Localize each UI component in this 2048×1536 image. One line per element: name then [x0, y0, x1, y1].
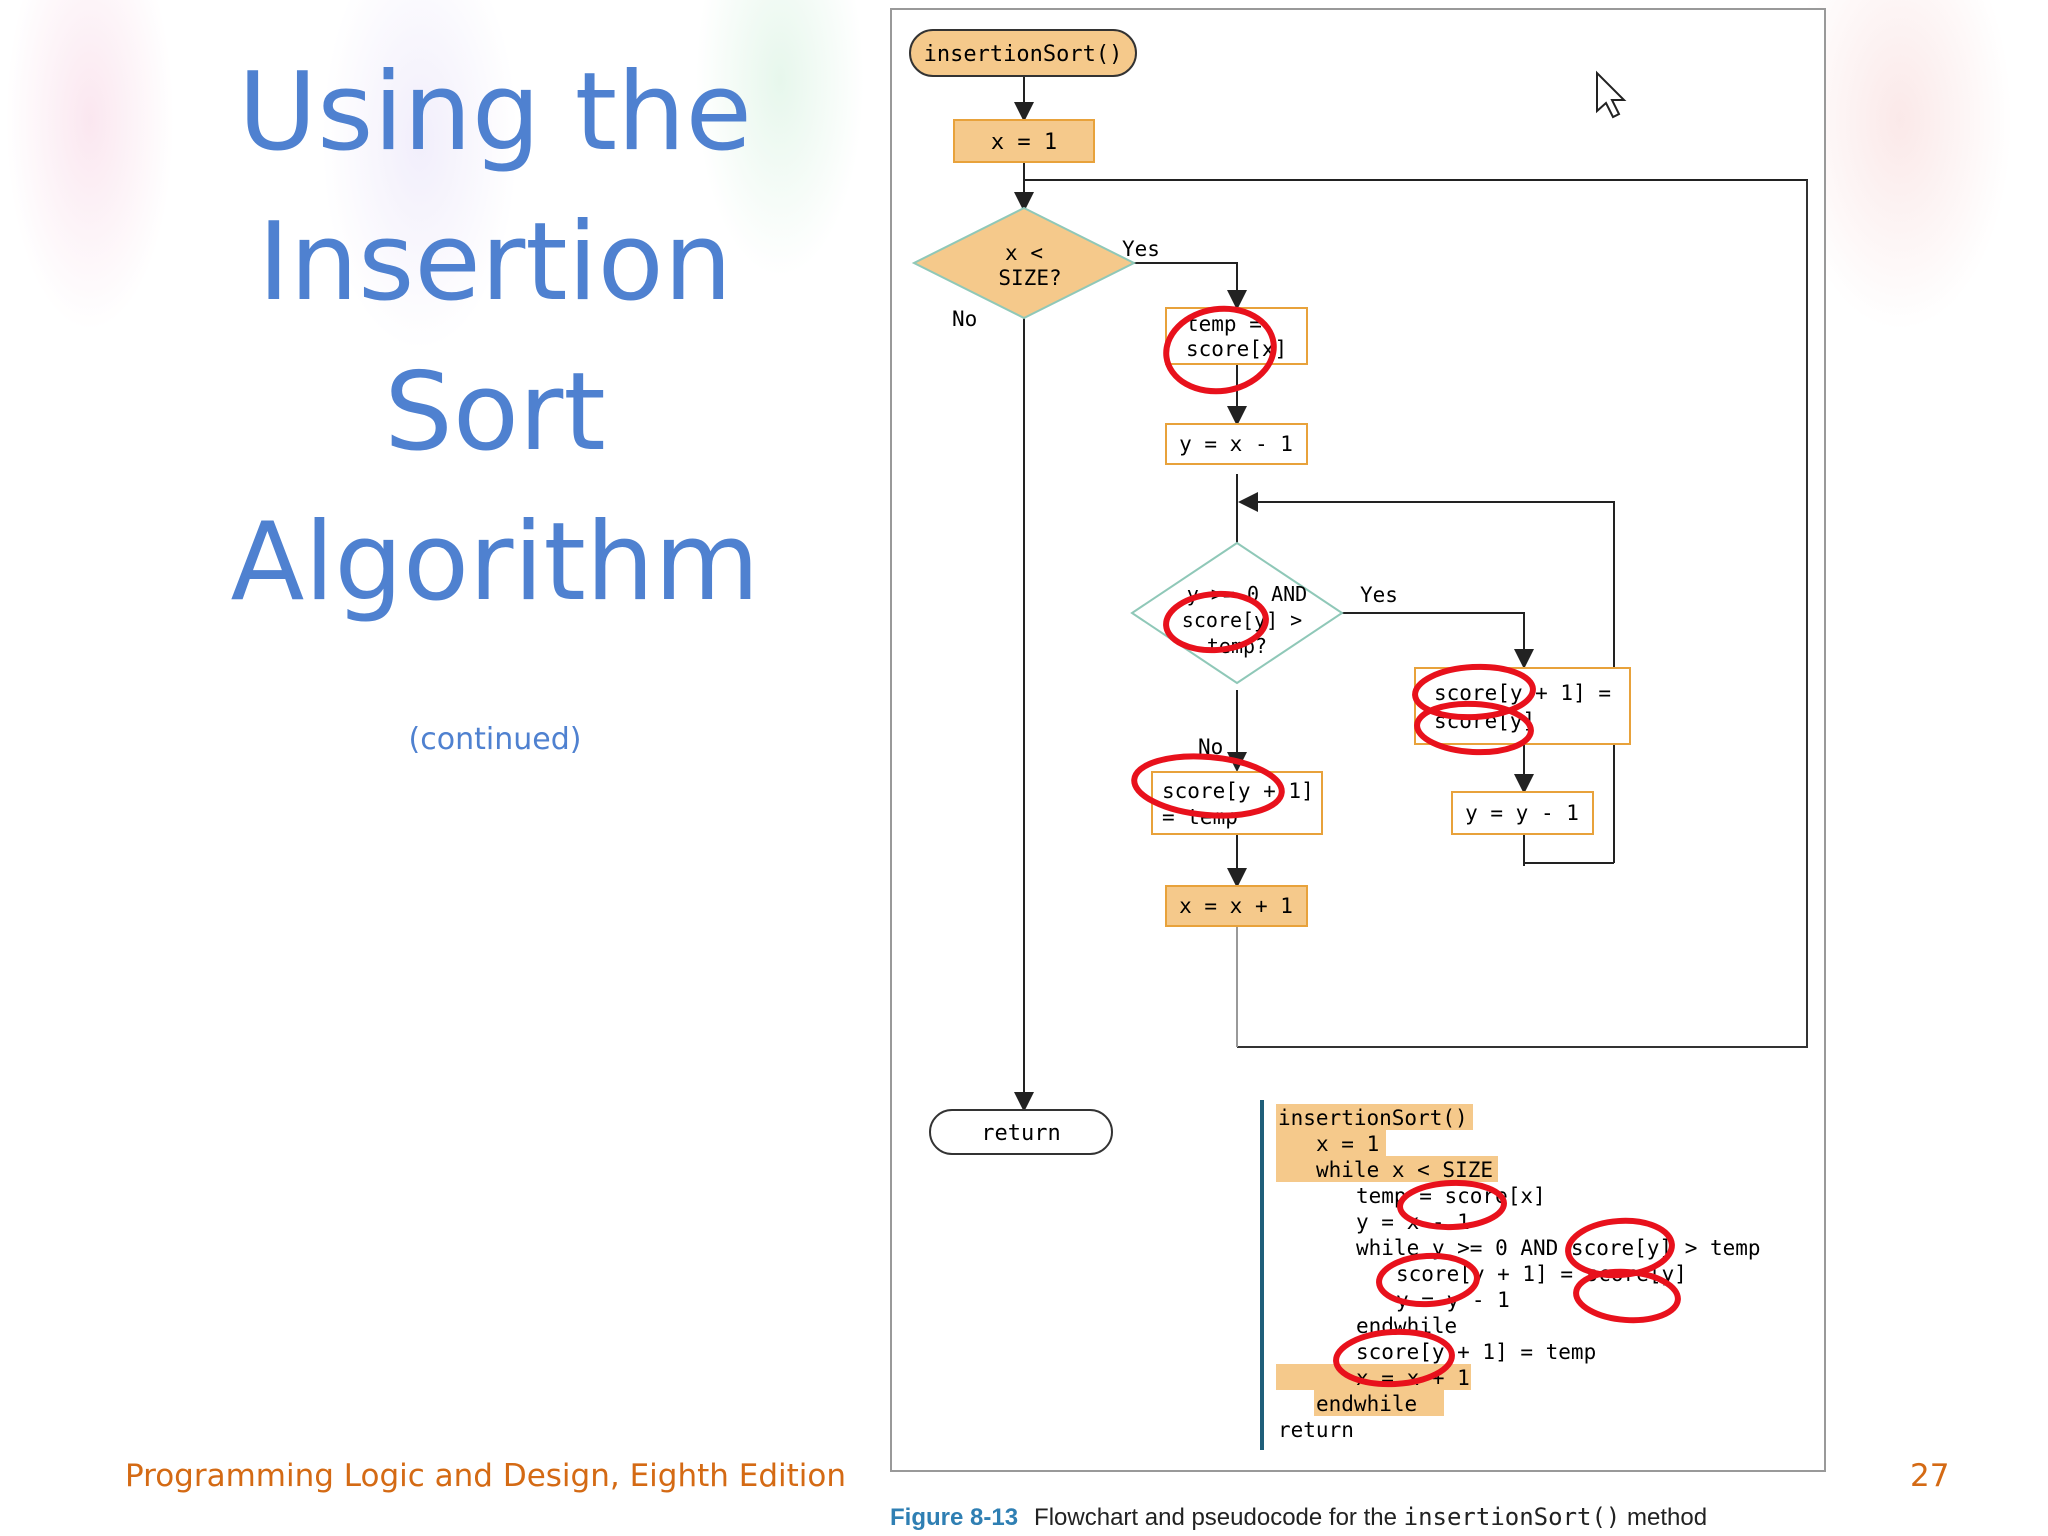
inner-yes-label: Yes: [1360, 583, 1398, 607]
end-node: return: [929, 1109, 1113, 1155]
y-init-label: y = x - 1: [1179, 432, 1293, 456]
footer-text: Programming Logic and Design, Eighth Edi…: [125, 1458, 847, 1494]
annotation-circle-code-shift-left: [1376, 1252, 1480, 1308]
outer-cond-line-1: x <: [1005, 241, 1043, 265]
title-line-1: Using the: [238, 50, 752, 175]
figure-panel: insertionSort() x = 1 x < SIZE? Yes No t…: [890, 8, 1826, 1472]
y-init-box: y = x - 1: [1165, 423, 1308, 465]
init-box: x = 1: [953, 119, 1095, 163]
increment-box: x = x + 1: [1165, 885, 1308, 927]
annotation-circle-inner-cond: [1163, 590, 1269, 654]
pseudocode-block: insertionSort() x = 1 while x < SIZE tem…: [1260, 1100, 1761, 1450]
title-suffix: (continued): [408, 722, 582, 757]
insert-box: score[y + 1] = temp: [1151, 771, 1323, 835]
code-line-12: endwhile: [1316, 1392, 1417, 1416]
code-line-3: while x < SIZE: [1316, 1158, 1493, 1182]
start-node: insertionSort(): [909, 29, 1137, 77]
annotation-circle-temp: [1163, 305, 1277, 395]
arrow-cursor-icon: [1596, 70, 1627, 119]
outer-cond-line-2: SIZE?: [998, 266, 1061, 290]
flow-connectors: [1014, 76, 1808, 1112]
slide-title: Using the Insertion Sort Algorithm (cont…: [135, 38, 855, 815]
code-line-4: temp = score[x]: [1356, 1184, 1546, 1208]
inner-decision: y >= 0 AND score[y] > temp? Yes No: [1130, 541, 1398, 759]
code-line-10: score[y + 1] = temp: [1356, 1340, 1596, 1364]
caption-figure-number: Figure 8-13: [890, 1504, 1019, 1531]
outer-no-label: No: [952, 307, 977, 331]
code-line-11: x = x + 1: [1356, 1366, 1470, 1390]
outer-decision: x < SIZE? Yes No: [911, 206, 1160, 331]
page-number: 27: [1910, 1458, 1950, 1494]
code-line-1: insertionSort(): [1278, 1106, 1468, 1130]
code-line-2: x = 1: [1316, 1132, 1379, 1156]
annotation-circle-insert: [1131, 753, 1285, 819]
caption-text: Flowchart and pseudocode for the: [1034, 1504, 1397, 1531]
outer-yes-label: Yes: [1122, 237, 1160, 261]
end-label: return: [981, 1121, 1060, 1146]
insert-line-1: score[y + 1]: [1162, 779, 1314, 803]
figure-caption: Figure 8-13 Flowchart and pseudocode for …: [890, 1503, 1707, 1532]
annotation-circle-shift-2: [1414, 700, 1534, 756]
caption-suffix: method: [1627, 1504, 1708, 1531]
annotation-circle-code-shift-right: [1573, 1268, 1681, 1324]
annotation-circle-code-cond: [1565, 1217, 1675, 1279]
start-label: insertionSort(): [924, 42, 1123, 67]
increment-label: x = x + 1: [1179, 894, 1293, 918]
annotation-circle-code-insert: [1333, 1328, 1455, 1388]
annotation-circles: [1131, 305, 1681, 1388]
inner-cond-line-2: score[y] >: [1182, 608, 1302, 632]
caption-method: insertionSort(): [1403, 1503, 1621, 1531]
flowchart-svg: insertionSort() x = 1 x < SIZE? Yes No t…: [909, 29, 1808, 1450]
init-label: x = 1: [991, 130, 1057, 155]
decrement-box: y = y - 1: [1451, 791, 1594, 835]
title-line-3: Algorithm (continued): [135, 488, 855, 815]
annotation-circle-code-temp: [1397, 1179, 1507, 1231]
code-line-13: return: [1278, 1418, 1354, 1442]
decrement-label: y = y - 1: [1465, 801, 1579, 825]
title-line-3-text: Algorithm: [230, 500, 760, 625]
annotation-circle-shift-1: [1412, 663, 1536, 721]
title-line-2: Insertion Sort: [257, 200, 733, 475]
